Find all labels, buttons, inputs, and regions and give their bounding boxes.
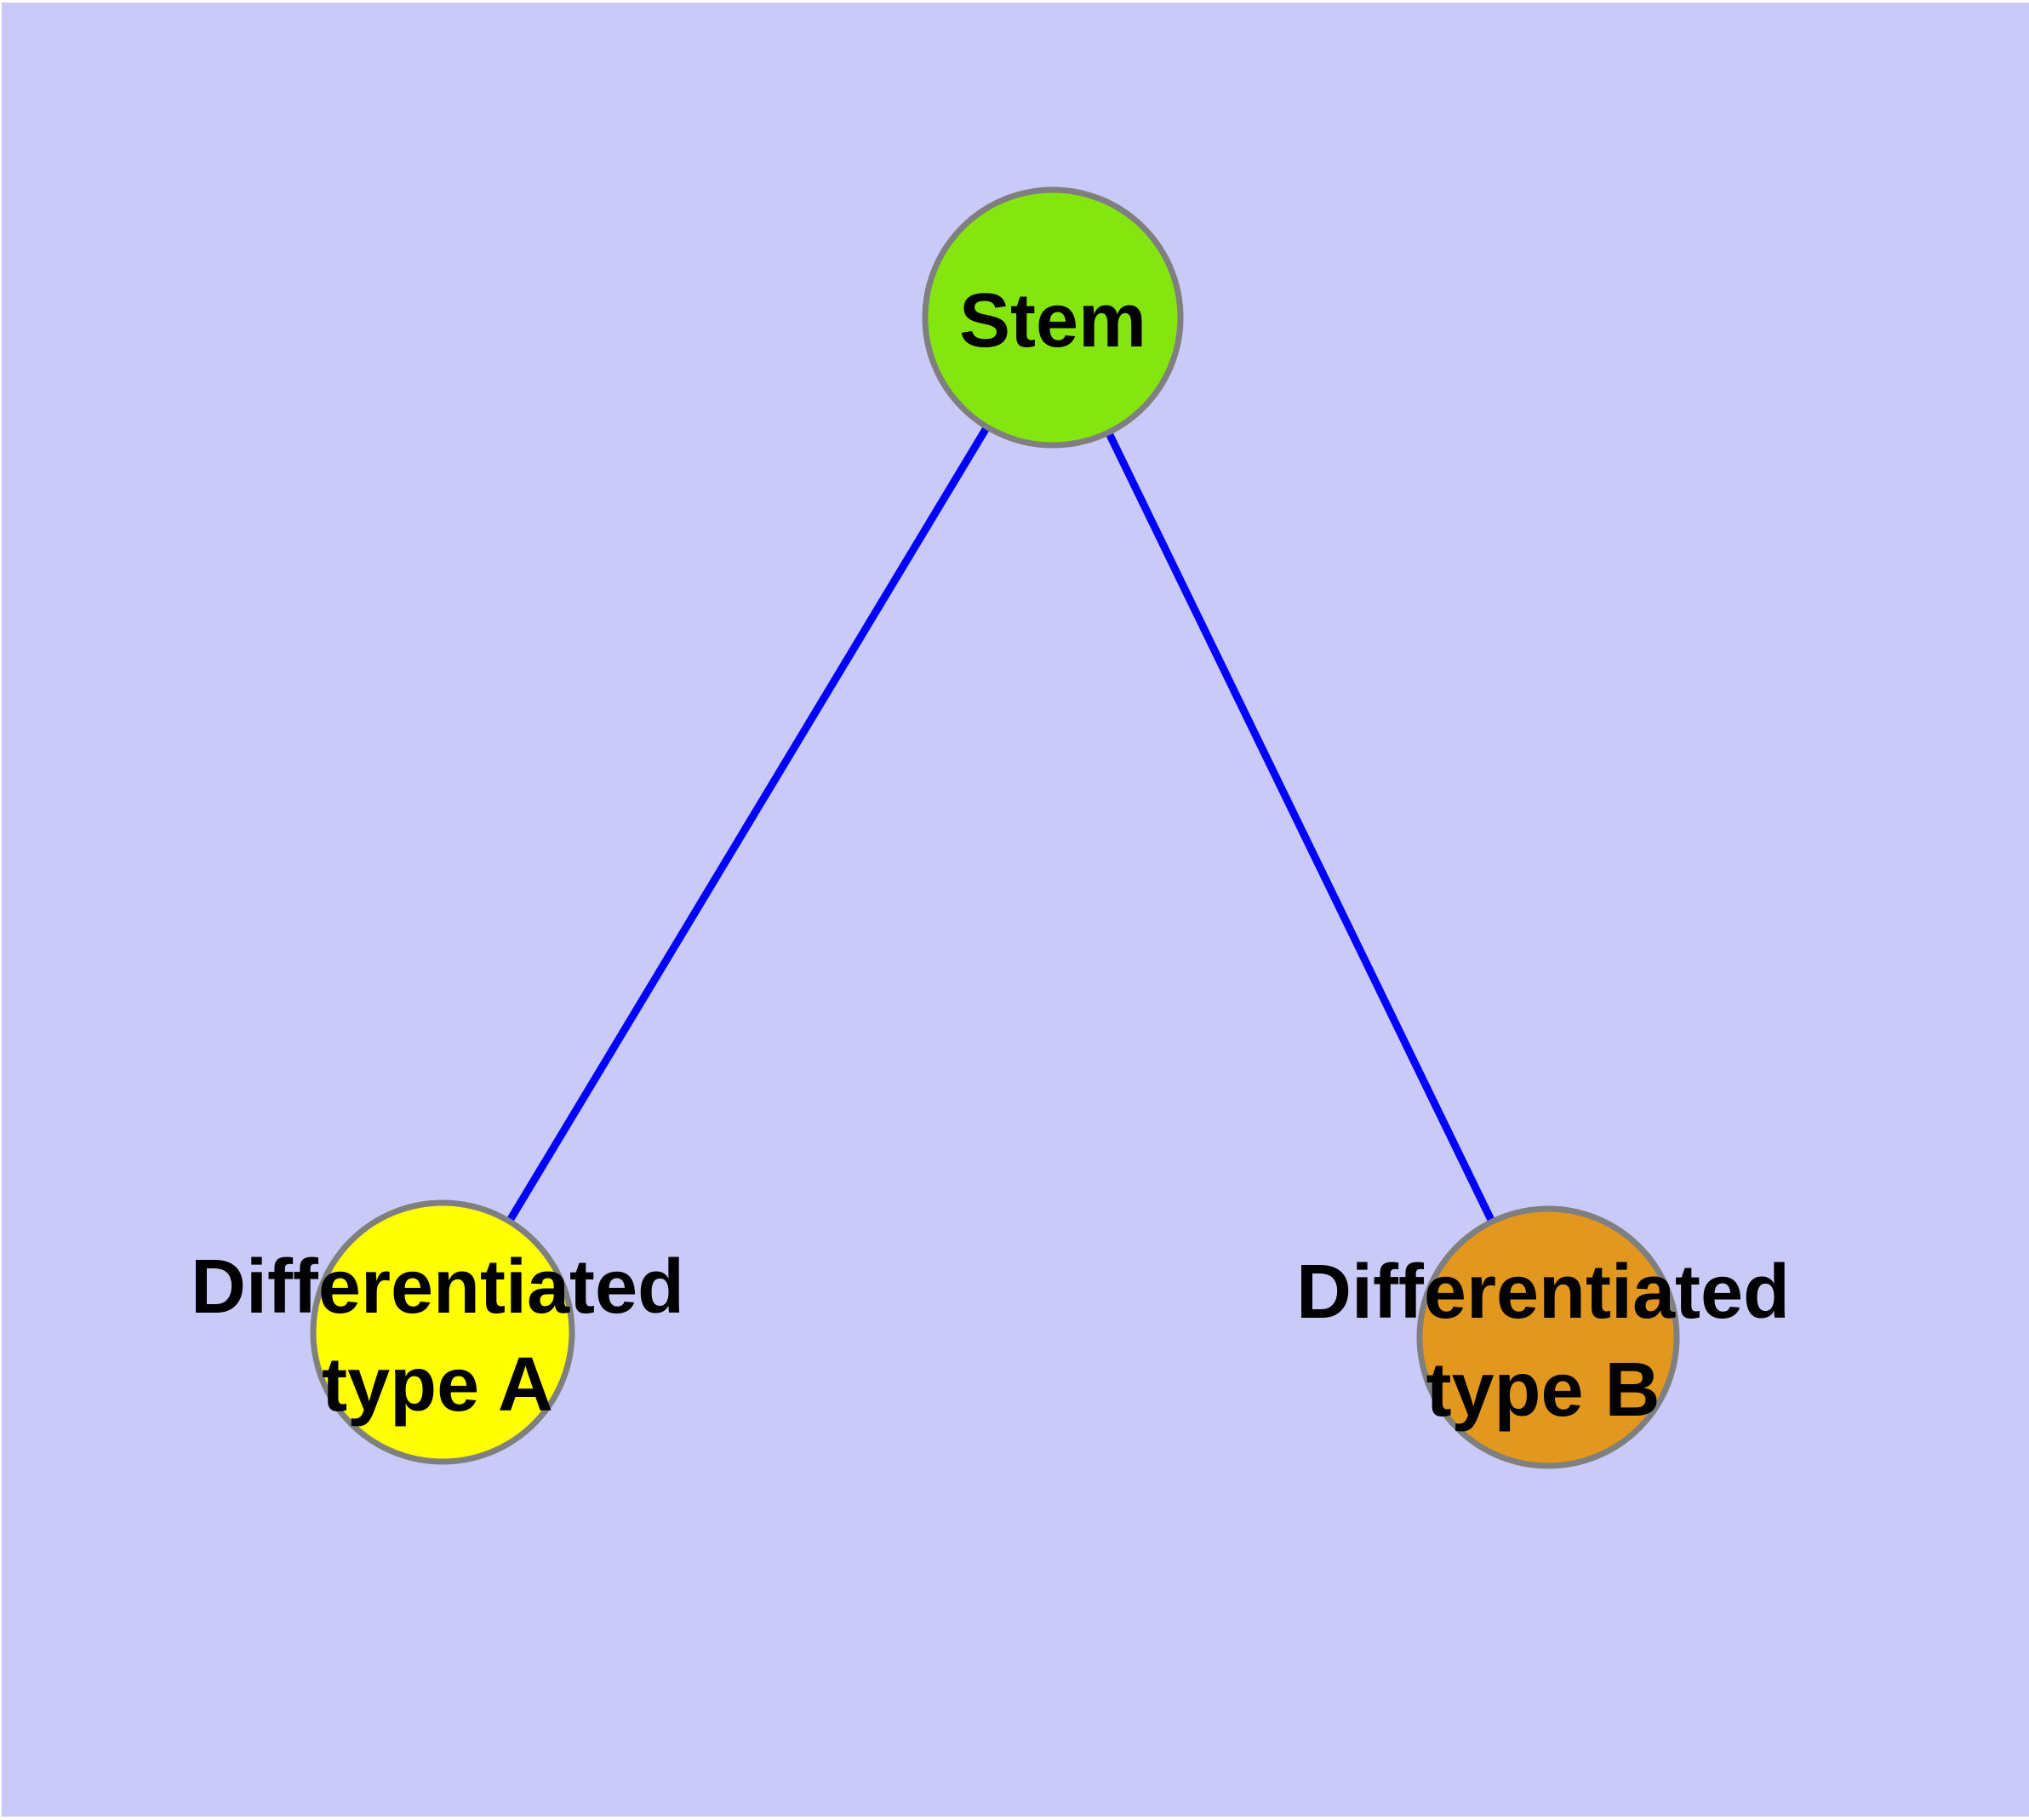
node-type-a-label-line2: type A xyxy=(322,1342,553,1428)
node-differentiated-type-a xyxy=(310,1199,575,1465)
node-type-b-label-line2: type B xyxy=(1426,1348,1660,1433)
node-type-a-label-line1: Differentiated xyxy=(191,1245,684,1330)
edge-stem-to-type-a xyxy=(439,315,1056,1335)
node-stem xyxy=(922,186,1184,449)
edge-stem-to-type-b xyxy=(1049,316,1552,1339)
node-type-b-label-line1: Differentiated xyxy=(1296,1250,1790,1335)
node-differentiated-type-b xyxy=(1416,1205,1680,1469)
node-stem-label: Stem xyxy=(959,278,1146,363)
